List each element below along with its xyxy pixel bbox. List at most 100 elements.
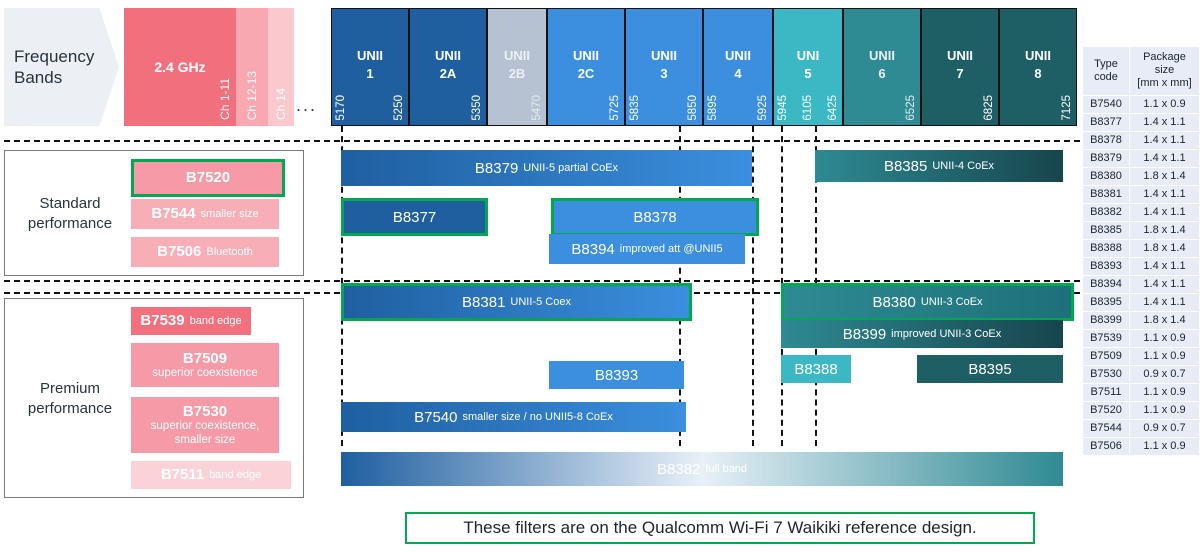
cell-package-size: 1.4 x 1.1 <box>1129 292 1200 312</box>
cell-type-code: B7509 <box>1082 346 1130 366</box>
cell-type-code: B7540 <box>1082 94 1130 114</box>
group-divider-1 <box>4 280 1080 282</box>
cell-package-size: 1.4 x 1.1 <box>1129 148 1200 168</box>
filter-bar-note: full band <box>705 463 747 475</box>
table-column-header-2: Package size[mm x mm] <box>1129 46 1200 96</box>
cell-package-size: 1.1 x 0.9 <box>1129 346 1200 366</box>
cell-type-code: B8393 <box>1082 256 1130 276</box>
frequency-bands-chevron: Frequency Bands <box>4 8 119 126</box>
filter-bar-code: B8399 <box>842 325 887 343</box>
filter-chip-note: superior coexistence,smaller size <box>150 420 260 446</box>
band-24-segment-3: Ch 14 <box>268 8 294 126</box>
filter-bar-b8388[interactable]: B8388 <box>781 355 851 383</box>
filter-bar-b8393[interactable]: B8393 <box>549 361 684 389</box>
cell-type-code: B7530 <box>1082 364 1130 384</box>
cell-package-size: 0.9 x 0.7 <box>1129 364 1200 384</box>
filter-bar-code: B8378 <box>633 208 677 226</box>
cell-type-code: B8399 <box>1082 310 1130 330</box>
unii-edge-frequency: 5925 <box>757 95 769 121</box>
filter-bar-note: smaller size / no UNII5-8 CoEx <box>462 411 613 423</box>
cell-type-code: B8377 <box>1082 112 1130 132</box>
caption-text: These filters are on the Qualcomm Wi-Fi … <box>463 518 977 537</box>
unii-edge-frequency: 7125 <box>1061 95 1073 121</box>
filter-chip-code: B7520 <box>185 169 231 187</box>
filter-chip-code: B7509 <box>182 349 228 367</box>
unii-edge-frequency: 5835 <box>629 95 641 121</box>
cell-package-size: 1.4 x 1.1 <box>1129 130 1200 150</box>
cell-package-size: 1.1 x 0.9 <box>1129 94 1200 114</box>
filter-bar-b8377[interactable]: B8377 <box>341 198 488 236</box>
guide-line-3 <box>752 126 754 446</box>
band-24-channel-label: Ch 12-13 <box>245 70 259 120</box>
filter-chip-b7520[interactable]: B7520 <box>131 159 285 197</box>
cell-package-size: 1.4 x 1.1 <box>1129 274 1200 294</box>
cell-type-code: B8380 <box>1082 166 1130 186</box>
filter-chip-code: B7530 <box>182 403 228 421</box>
band-24-channel-label: Ch 1-11 <box>218 78 232 120</box>
cell-package-size: 0.9 x 0.7 <box>1129 418 1200 438</box>
cell-type-code: B8394 <box>1082 274 1130 294</box>
cell-package-size: 1.1 x 0.9 <box>1129 400 1200 420</box>
cell-type-code: B7539 <box>1082 328 1130 348</box>
unii-edge-frequency: 5725 <box>609 95 621 121</box>
filter-bar-code: B7540 <box>414 408 458 426</box>
unii-edge-frequency: 5170 <box>335 95 347 121</box>
filter-bar-b8378[interactable]: B8378 <box>551 198 759 236</box>
cell-package-size: 1.4 x 1.1 <box>1129 112 1200 132</box>
frequency-bands-label: Frequency Bands <box>14 46 95 87</box>
cell-type-code: B7506 <box>1082 436 1130 456</box>
filter-chip-note: band edge <box>209 468 262 481</box>
cell-package-size: 1.4 x 1.1 <box>1129 256 1200 276</box>
filter-bar-b8395[interactable]: B8395 <box>917 355 1063 383</box>
filter-bar-b7540[interactable]: B7540 smaller size / no UNII5-8 CoEx <box>341 402 686 432</box>
cell-type-code: B8385 <box>1082 220 1130 240</box>
cell-type-code: B8382 <box>1082 202 1130 222</box>
band-24-channel-label: Ch 14 <box>274 87 288 120</box>
filter-chip-code: B7544 <box>151 205 196 223</box>
cell-package-size: 1.8 x 1.4 <box>1129 166 1200 186</box>
